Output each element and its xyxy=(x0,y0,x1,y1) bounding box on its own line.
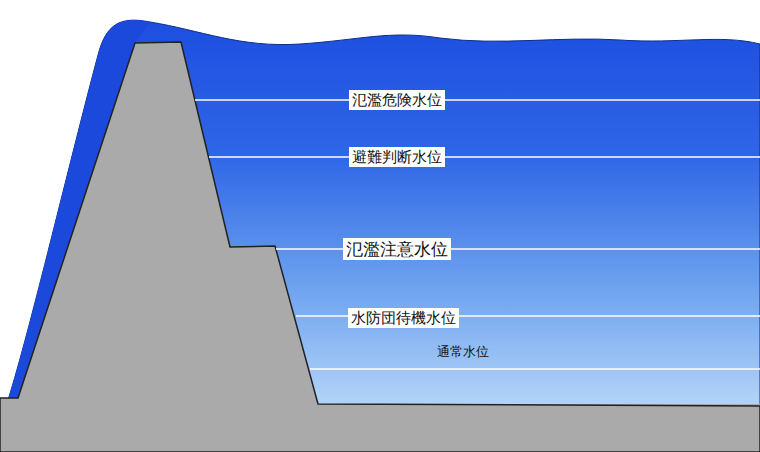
levee xyxy=(0,42,760,452)
water-level-label: 通常水位 xyxy=(434,343,492,361)
water-level-label: 水防団待機水位 xyxy=(348,308,459,328)
water-level-label: 氾濫危険水位 xyxy=(349,90,445,110)
water-level-label: 氾濫注意水位 xyxy=(343,238,451,260)
water-level-label: 避難判断水位 xyxy=(349,147,445,167)
water-level-line xyxy=(310,368,760,370)
water-level-line xyxy=(195,99,760,101)
water-level-line xyxy=(209,156,760,158)
